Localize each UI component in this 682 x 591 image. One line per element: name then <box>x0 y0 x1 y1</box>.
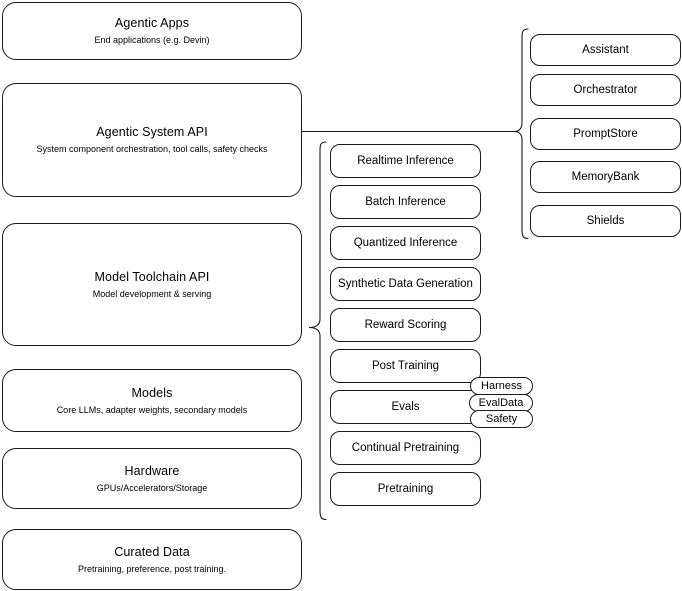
toolchain-item-evals[interactable]: Evals <box>330 390 481 424</box>
layer-card-hardware[interactable]: Hardware GPUs/Accelerators/Storage <box>2 448 302 509</box>
layer-title: Agentic System API <box>96 125 208 139</box>
toolchain-item-continual-pretraining[interactable]: Continual Pretraining <box>330 431 481 465</box>
agentic-system-item-label: Shields <box>586 214 625 227</box>
toolchain-item-realtime-inference[interactable]: Realtime Inference <box>330 144 481 178</box>
agentic-system-item-shields[interactable]: Shields <box>530 205 681 237</box>
eval-badge-label: EvalData <box>478 397 524 409</box>
layer-subtitle: Pretraining, preference, post training. <box>77 563 227 574</box>
toolchain-item-label: Reward Scoring <box>364 318 447 331</box>
eval-badge-label: Safety <box>485 413 518 425</box>
agentic-system-item-assistant[interactable]: Assistant <box>530 34 681 66</box>
agentic-system-item-label: MemoryBank <box>571 170 640 183</box>
eval-badge-harness[interactable]: Harness <box>470 377 533 395</box>
layer-card-model-toolchain-api[interactable]: Model Toolchain API Model development & … <box>2 223 302 346</box>
agentic-system-item-label: Assistant <box>582 43 629 56</box>
layer-subtitle: Core LLMs, adapter weights, secondary mo… <box>56 404 248 415</box>
toolchain-item-post-training[interactable]: Post Training <box>330 349 481 383</box>
agentic-system-item-promptstore[interactable]: PromptStore <box>530 118 681 150</box>
toolchain-item-pretraining[interactable]: Pretraining <box>330 472 481 506</box>
layer-subtitle: GPUs/Accelerators/Storage <box>96 482 208 493</box>
toolchain-item-label: Quantized Inference <box>353 236 458 249</box>
layer-subtitle: System component orchestration, tool cal… <box>36 144 268 154</box>
layer-title: Model Toolchain API <box>94 269 210 284</box>
toolchain-item-label: Batch Inference <box>365 195 446 208</box>
eval-badge-label: Harness <box>481 380 522 392</box>
layer-card-curated-data[interactable]: Curated Data Pretraining, preference, po… <box>2 529 302 590</box>
toolchain-item-synthetic-data-generation[interactable]: Synthetic Data Generation <box>330 267 481 301</box>
brace-agentic-system-components <box>513 28 529 240</box>
layer-card-models[interactable]: Models Core LLMs, adapter weights, secon… <box>2 369 302 432</box>
layer-title: Agentic Apps <box>114 16 190 30</box>
toolchain-item-quantized-inference[interactable]: Quantized Inference <box>330 226 481 260</box>
agentic-system-item-label: Orchestrator <box>573 83 638 96</box>
toolchain-item-reward-scoring[interactable]: Reward Scoring <box>330 308 481 342</box>
layer-title: Hardware <box>124 463 180 478</box>
toolchain-item-label: Realtime Inference <box>357 154 454 167</box>
toolchain-item-label: Pretraining <box>377 482 434 495</box>
eval-badge-safety[interactable]: Safety <box>470 410 533 428</box>
layer-subtitle: End applications (e.g. Devin) <box>94 35 210 45</box>
layer-title: Models <box>131 385 173 400</box>
layer-subtitle: Model development & serving <box>92 288 212 299</box>
agentic-system-item-memorybank[interactable]: MemoryBank <box>530 161 681 193</box>
agentic-system-item-orchestrator[interactable]: Orchestrator <box>530 74 681 106</box>
brace-model-toolchain-components <box>305 141 327 521</box>
layer-card-agentic-apps[interactable]: Agentic Apps End applications (e.g. Devi… <box>2 2 302 60</box>
toolchain-item-batch-inference[interactable]: Batch Inference <box>330 185 481 219</box>
connector-agentic-system-api-to-components <box>302 131 518 132</box>
toolchain-item-label: Evals <box>391 400 420 413</box>
toolchain-item-label: Continual Pretraining <box>351 441 460 454</box>
toolchain-item-label: Synthetic Data Generation <box>338 277 473 290</box>
layer-card-agentic-system-api[interactable]: Agentic System API System component orch… <box>2 83 302 197</box>
agentic-system-item-label: PromptStore <box>573 127 638 140</box>
toolchain-item-label: Post Training <box>371 359 440 372</box>
layer-title: Curated Data <box>114 544 190 559</box>
